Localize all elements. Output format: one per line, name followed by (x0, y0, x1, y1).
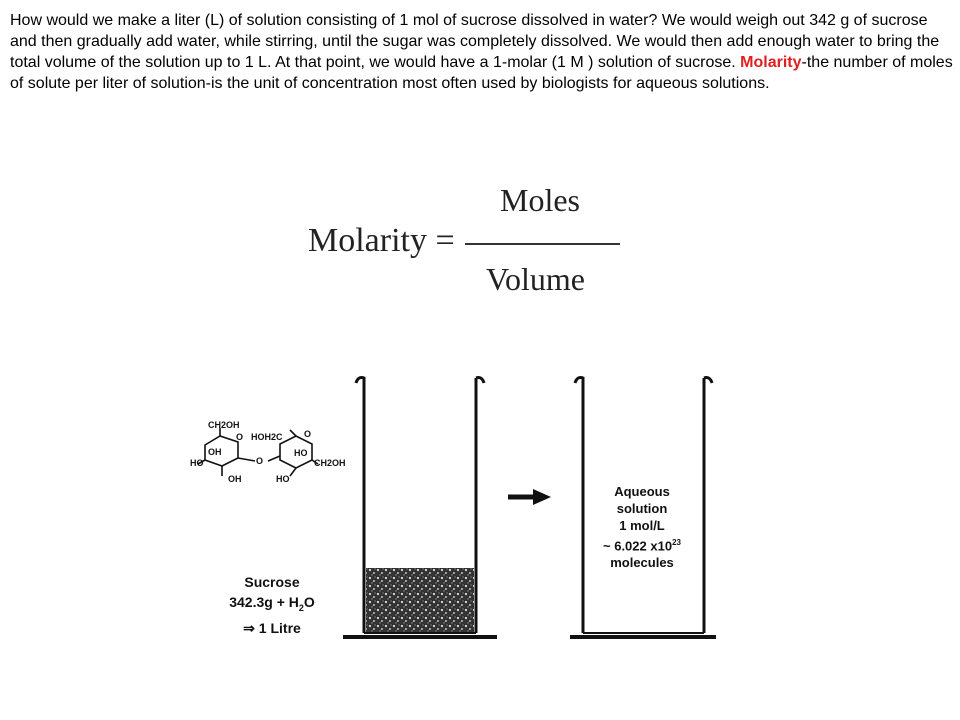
avogadro-exponent: 23 (672, 538, 681, 547)
arrow-right-icon (508, 489, 551, 505)
sucrose-label: Sucrose (244, 574, 300, 590)
mol-group-ho-left: HO (190, 458, 204, 468)
left-beaker (343, 376, 497, 639)
h2o-subscript: 2 (298, 602, 304, 613)
formula-numerator: Moles (500, 182, 580, 218)
mol-group-ch2oh-top: CH2OH (208, 420, 240, 430)
mass-water-suffix: O (303, 594, 315, 610)
molecules-label: molecules (610, 555, 674, 571)
body-paragraph: How would we make a liter (L) of solutio… (10, 10, 955, 94)
paragraph-text-before: How would we make a liter (L) of solutio… (10, 12, 940, 71)
molarity-term: Molarity (740, 54, 802, 71)
mol-group-o-bridge: O (256, 456, 263, 466)
sucrose-solid (366, 568, 474, 632)
mol-group-hoh2c: HOH2C (251, 432, 283, 442)
avogadro-prefix: ~ 6.022 x10 (603, 538, 673, 554)
paragraph-text-after: -the number of moles of solute per liter… (10, 54, 953, 92)
aqueous-label: Aqueous (614, 484, 670, 499)
mol-group-o-right: O (304, 429, 311, 439)
formula-denominator: Volume (486, 261, 585, 297)
sucrose-molecule-icon (197, 428, 319, 477)
formula-lhs: Molarity = (308, 222, 455, 259)
right-beaker (570, 376, 716, 639)
mol-group-ch2oh-right: CH2OH (314, 458, 346, 468)
molarity-formula: Molarity = Moles Volume (300, 175, 640, 305)
one-litre-label: ⇒ 1 Litre (243, 619, 301, 636)
right-beaker-label: Aqueous solution 1 mol/L ~ 6.022 x1023 m… (586, 483, 698, 571)
solution-label: solution (616, 501, 668, 516)
mass-water-prefix: 342.3g + H (229, 594, 299, 610)
mol-group-oh-bottom: OH (228, 474, 242, 484)
mol-group-oh-left: OH (208, 447, 222, 457)
avogadro-label: ~ 6.022 x1023 (586, 534, 698, 554)
fraction-bar (465, 243, 620, 245)
sucrose-molecule-labels: CH2OH O HOH2C O OH HO HO O CH2OH OH HO (190, 420, 346, 484)
mol-group-o-left: O (236, 432, 243, 442)
mol-group-ho-bottom: HO (276, 474, 290, 484)
concentration-label: 1 mol/L (619, 518, 665, 533)
left-beaker-label: Sucrose 342.3g + H2O ⇒ 1 Litre (212, 572, 332, 638)
mol-group-ho-right-inner: HO (294, 448, 308, 458)
mass-water-label: 342.3g + H2O (212, 592, 332, 618)
